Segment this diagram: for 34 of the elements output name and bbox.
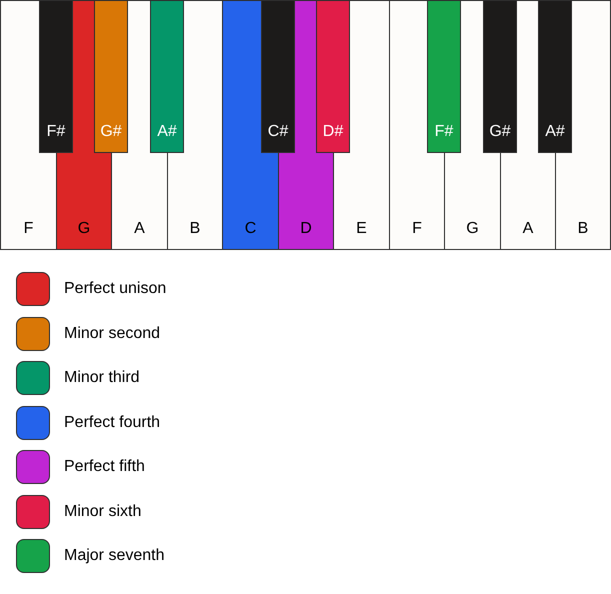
key-label: G# [489, 123, 511, 141]
sharp-key [538, 0, 572, 153]
sharp-key [39, 0, 73, 153]
key-label: D [300, 220, 312, 238]
key-label: F# [434, 123, 454, 141]
key-label: D# [322, 123, 344, 141]
legend-label: Perfect fifth [64, 458, 145, 476]
key-label: G# [100, 123, 122, 141]
key-label: A [522, 220, 534, 238]
legend-label: Minor sixth [64, 502, 142, 520]
key-label: B [578, 220, 588, 238]
sharp-key [427, 0, 461, 153]
legend-label: Perfect unison [64, 280, 166, 298]
key-label: G [466, 220, 479, 238]
legend-label: Major seventh [64, 547, 164, 565]
legend-label: Minor second [64, 324, 160, 342]
key-label: A [134, 220, 145, 238]
sharp-key [483, 0, 517, 153]
sharp-key [150, 0, 184, 153]
sharp-key [94, 0, 128, 153]
key-label: A# [545, 123, 565, 141]
key-label: E [356, 220, 367, 238]
key-label: F [24, 220, 34, 238]
sharp-key [316, 0, 350, 153]
sharp-key [261, 0, 295, 153]
key-label: G [78, 220, 90, 238]
key-label: F [412, 220, 422, 238]
key-label: C [244, 220, 256, 238]
key-label: F# [46, 123, 66, 141]
key-label: B [190, 220, 200, 238]
key-label: A# [157, 123, 177, 141]
legend-label: Perfect fourth [64, 414, 160, 432]
legend-label: Minor third [64, 369, 140, 387]
key-label: C# [268, 123, 288, 141]
